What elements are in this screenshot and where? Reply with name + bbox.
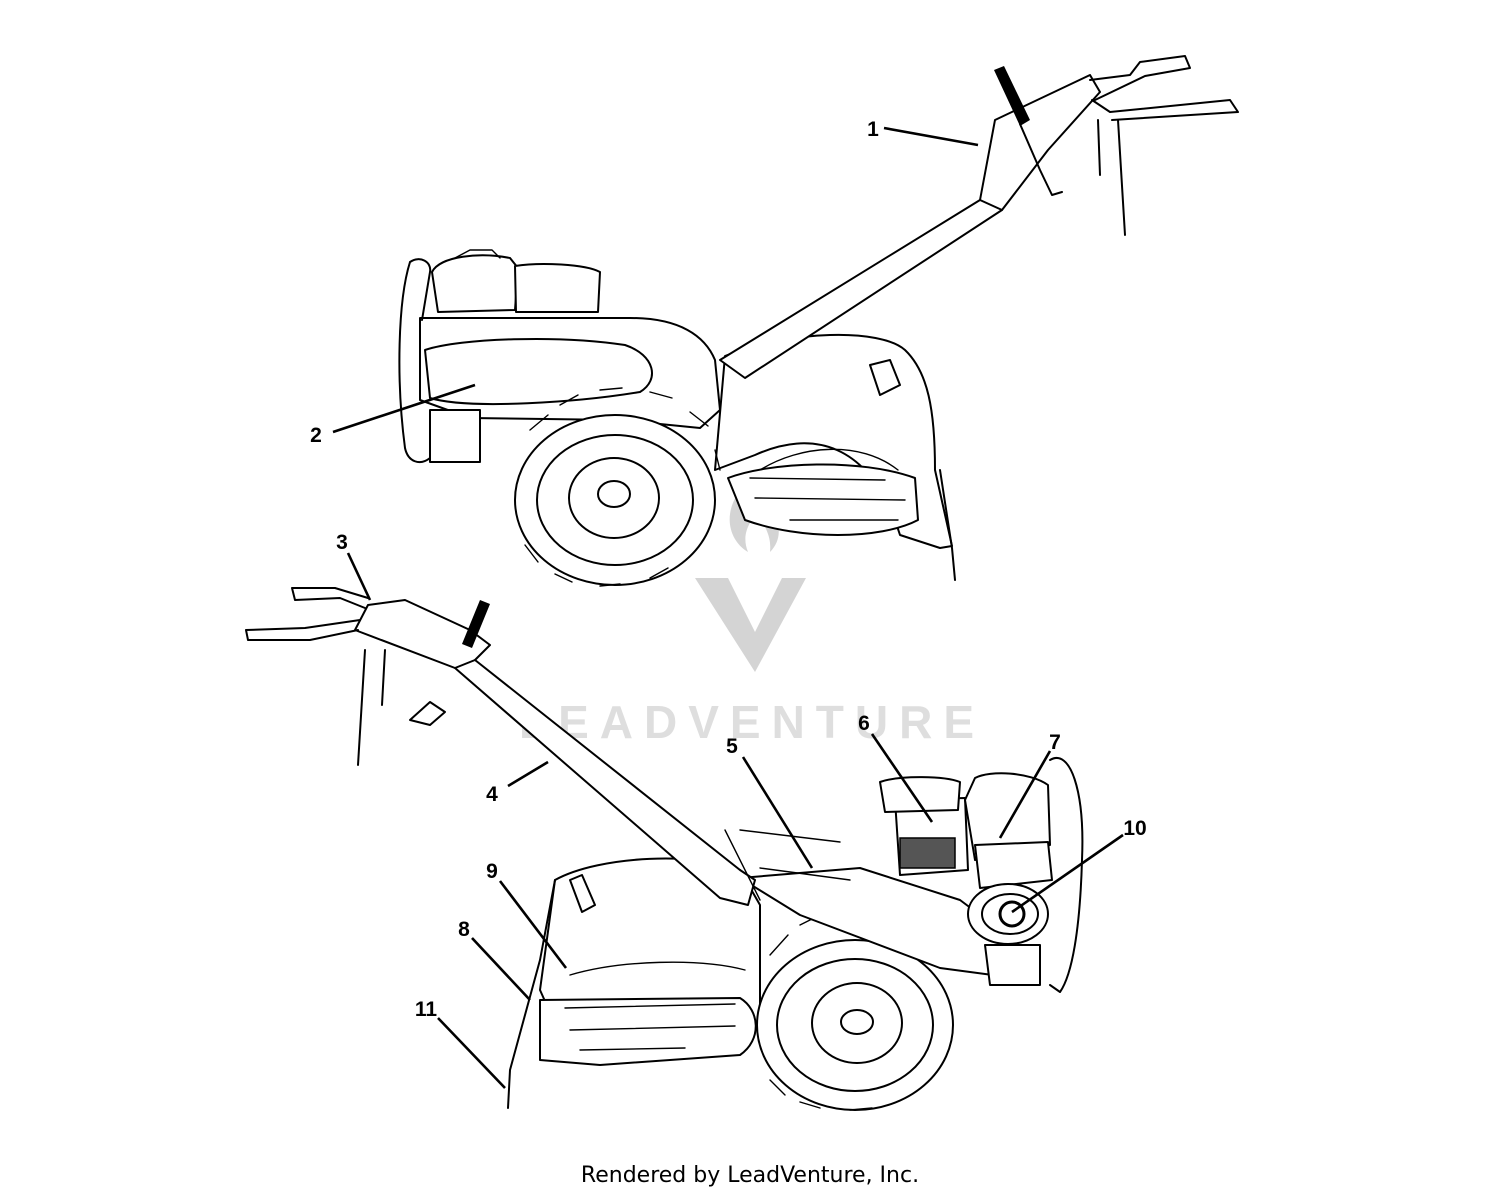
callout-10: 10	[1123, 817, 1146, 840]
leader-8	[471, 937, 531, 1001]
upper-tiller-drawing	[398, 55, 1239, 587]
callout-5: 5	[726, 735, 738, 758]
callout-8: 8	[458, 918, 470, 941]
watermark-logo: LEADVENTURE	[519, 488, 985, 748]
footer-credit: Rendered by LeadVenture, Inc.	[580, 1163, 920, 1188]
leader-5	[741, 756, 814, 869]
leader-10	[1011, 833, 1124, 914]
callout-4: 4	[486, 783, 498, 806]
callout-1: 1	[867, 118, 879, 141]
lower-tiller-drawing	[245, 587, 1084, 1111]
callout-labels: 1 2 3 4 5 6 7 8 9 10 11	[310, 118, 1147, 1021]
leader-lines	[332, 126, 1124, 1089]
leader-2	[332, 383, 476, 434]
callout-2: 2	[310, 424, 322, 447]
leader-9	[498, 880, 568, 969]
grille-panel	[899, 837, 956, 869]
callout-6: 6	[858, 712, 870, 735]
leader-11	[437, 1017, 506, 1089]
leader-1	[883, 126, 979, 147]
callout-7: 7	[1049, 731, 1061, 754]
callout-3: 3	[336, 531, 348, 554]
leader-3	[346, 552, 372, 601]
callout-11: 11	[415, 998, 438, 1021]
watermark-text: LEADVENTURE	[519, 696, 985, 748]
leader-4	[507, 760, 549, 788]
leader-7	[998, 750, 1052, 839]
callout-9: 9	[486, 860, 498, 883]
leader-6	[870, 733, 934, 823]
